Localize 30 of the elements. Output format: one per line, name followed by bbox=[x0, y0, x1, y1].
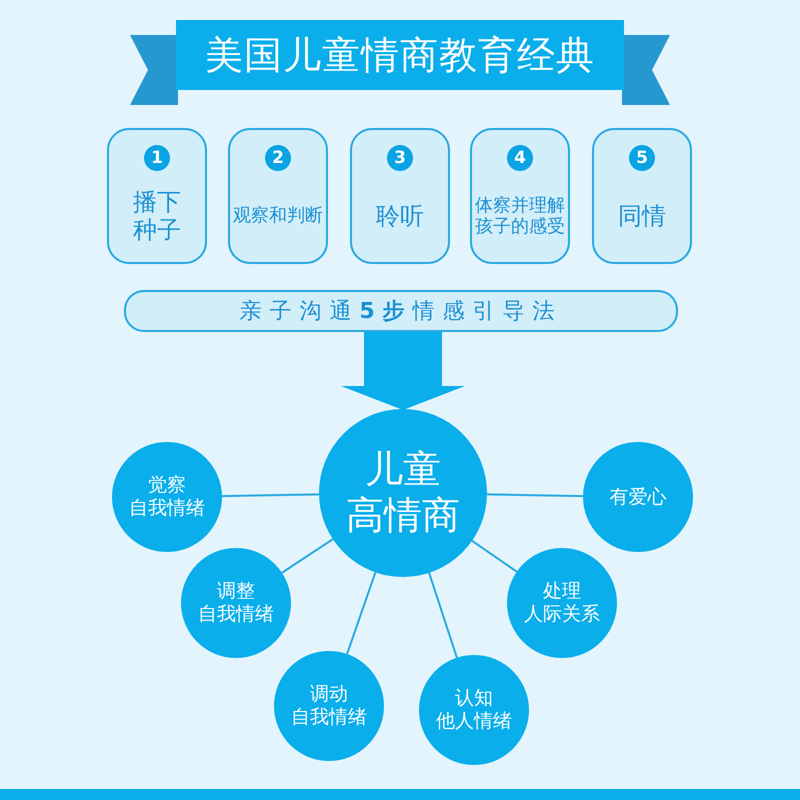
step-number: 1 bbox=[144, 145, 170, 171]
step-label: 同情 bbox=[617, 202, 667, 230]
trait-circle: 觉察 自我情绪 bbox=[112, 442, 222, 552]
trait-circle: 调整 自我情绪 bbox=[181, 548, 291, 658]
step-number: 2 bbox=[265, 145, 291, 171]
title-banner: 美国儿童情商教育经典 bbox=[176, 20, 624, 90]
step-number: 5 bbox=[629, 145, 655, 171]
down-arrow bbox=[341, 332, 465, 410]
trait-circle: 有爱心 bbox=[583, 442, 693, 552]
connector-line bbox=[222, 493, 320, 498]
trait-circle: 调动 自我情绪 bbox=[274, 651, 384, 761]
connector-line bbox=[486, 493, 584, 498]
connector-line bbox=[346, 572, 376, 654]
step-label: 体察并理解孩子的感受 bbox=[474, 196, 566, 238]
step-card bbox=[107, 128, 207, 264]
center-circle: 儿童 高情商 bbox=[319, 409, 487, 577]
connector-line bbox=[428, 572, 458, 658]
connector-line bbox=[281, 538, 334, 574]
trait-circle: 认知 他人情绪 bbox=[419, 655, 529, 765]
trait-circle: 处理 人际关系 bbox=[507, 548, 617, 658]
step-label: 观察和判断 bbox=[232, 206, 324, 227]
step-card bbox=[470, 128, 570, 264]
step-card bbox=[350, 128, 450, 264]
step-label: 播下种子 bbox=[132, 188, 182, 244]
step-number: 4 bbox=[507, 145, 533, 171]
step-label: 聆听 bbox=[375, 202, 425, 230]
step-card bbox=[228, 128, 328, 264]
connector-line bbox=[472, 540, 518, 573]
step-number: 3 bbox=[387, 145, 413, 171]
step-card bbox=[592, 128, 692, 264]
